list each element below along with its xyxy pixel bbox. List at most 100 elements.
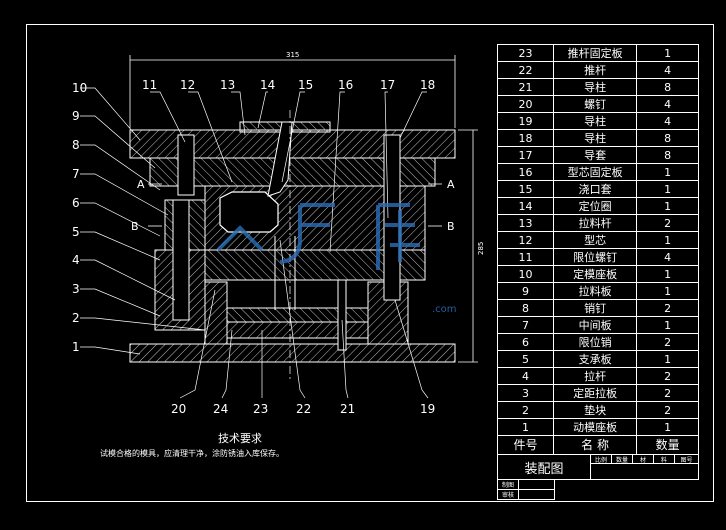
bom-part-qty: 4 bbox=[636, 61, 699, 79]
guide-pillar-left bbox=[177, 134, 195, 196]
bom-part-qty: 1 bbox=[636, 180, 699, 198]
bom-part-qty: 4 bbox=[636, 95, 699, 113]
bom-part-no: 22 bbox=[497, 61, 554, 79]
overall-height-dimension bbox=[458, 129, 478, 363]
leader-13: 13 bbox=[220, 78, 235, 92]
bom-part-qty: 1 bbox=[636, 197, 699, 215]
leader-15: 15 bbox=[298, 78, 313, 92]
section-label-b-left: B bbox=[131, 220, 139, 233]
leader-18: 18 bbox=[420, 78, 435, 92]
leader-2: 2 bbox=[72, 311, 80, 325]
bom-part-no: 15 bbox=[497, 180, 554, 198]
bom-part-name: 型芯固定板 bbox=[552, 163, 638, 181]
bom-part-name: 导柱 bbox=[552, 129, 638, 147]
section-label-a-left: A bbox=[137, 178, 145, 191]
bom-part-name: 垫块 bbox=[552, 401, 638, 419]
leader-8: 8 bbox=[72, 138, 80, 152]
bom-part-qty: 1 bbox=[636, 350, 699, 368]
technical-requirements-title: 技术要求 bbox=[218, 432, 262, 445]
tie-rod bbox=[172, 199, 190, 321]
bom-part-qty: 2 bbox=[636, 384, 699, 402]
bom-part-qty: 4 bbox=[636, 112, 699, 130]
bom-part-name: 定位圈 bbox=[552, 197, 638, 215]
leaders-left bbox=[80, 87, 206, 355]
bom-part-no: 12 bbox=[497, 231, 554, 249]
watermark-text: .com bbox=[432, 304, 457, 315]
moving-clamp-plate bbox=[129, 343, 456, 363]
bom-part-no: 18 bbox=[497, 129, 554, 147]
bom-part-name: 定模座板 bbox=[552, 265, 638, 283]
leader-1: 1 bbox=[72, 340, 80, 354]
bom-part-no: 5 bbox=[497, 350, 554, 368]
bom-part-name: 销钉 bbox=[552, 299, 638, 317]
bom-part-no: 14 bbox=[497, 197, 554, 215]
bom-part-name: 限位销 bbox=[552, 333, 638, 351]
ejector-retainer-plate bbox=[226, 307, 369, 323]
bom-part-qty: 2 bbox=[636, 214, 699, 232]
bom-part-no: 17 bbox=[497, 146, 554, 164]
bom-part-name: 导套 bbox=[552, 146, 638, 164]
bom-part-name: 导柱 bbox=[552, 78, 638, 96]
bom-part-no: 21 bbox=[497, 78, 554, 96]
title-block-row-checked: 审核 bbox=[497, 489, 519, 500]
ejector-plate bbox=[226, 321, 369, 339]
height-dimension-label: 285 bbox=[477, 242, 485, 255]
bom-part-no: 16 bbox=[497, 163, 554, 181]
bom-part-no: 9 bbox=[497, 282, 554, 300]
leader-20: 20 bbox=[171, 402, 186, 416]
bom-part-no: 19 bbox=[497, 112, 554, 130]
bom-part-name: 导柱 bbox=[552, 112, 638, 130]
leader-19: 19 bbox=[420, 402, 435, 416]
bom-part-no: 7 bbox=[497, 316, 554, 334]
bom-part-no: 4 bbox=[497, 367, 554, 385]
leader-23: 23 bbox=[253, 402, 268, 416]
bom-part-no: 13 bbox=[497, 214, 554, 232]
bom-part-no: 23 bbox=[497, 44, 554, 62]
bom-part-qty: 4 bbox=[636, 248, 699, 266]
bom-part-qty: 8 bbox=[636, 78, 699, 96]
bom-part-no: 2 bbox=[497, 401, 554, 419]
leader-4: 4 bbox=[72, 253, 80, 267]
bom-part-no: 3 bbox=[497, 384, 554, 402]
bom-part-name: 拉杆 bbox=[552, 367, 638, 385]
section-marks bbox=[148, 183, 442, 227]
bom-part-qty: 8 bbox=[636, 129, 699, 147]
bom-part-name: 中间板 bbox=[552, 316, 638, 334]
bom-part-no: 6 bbox=[497, 333, 554, 351]
title-block: 装配图 比例 数量 材 料 图号 制图 审核 bbox=[497, 454, 699, 500]
leader-22: 22 bbox=[296, 402, 311, 416]
title-block-values bbox=[590, 463, 699, 480]
bom-header-qty: 数量 bbox=[636, 435, 699, 455]
bom-header-no: 件号 bbox=[497, 435, 554, 455]
drawing-frame bbox=[26, 24, 714, 502]
section-label-a-right: A bbox=[447, 178, 455, 191]
leader-11: 11 bbox=[142, 78, 157, 92]
bom-part-qty: 1 bbox=[636, 44, 699, 62]
bom-part-name: 定距拉板 bbox=[552, 384, 638, 402]
bom-header-name: 名 称 bbox=[552, 435, 638, 455]
spacer-block-left bbox=[204, 281, 228, 345]
bom-part-no: 10 bbox=[497, 265, 554, 283]
bom-part-name: 拉料板 bbox=[552, 282, 638, 300]
watermark-logo bbox=[216, 203, 420, 270]
bom-part-no: 1 bbox=[497, 418, 554, 436]
bom-part-name: 推杆固定板 bbox=[552, 44, 638, 62]
leaders-bottom bbox=[179, 239, 429, 399]
leader-12: 12 bbox=[180, 78, 195, 92]
bom-header-row: 件号名 称数量 bbox=[497, 435, 699, 455]
